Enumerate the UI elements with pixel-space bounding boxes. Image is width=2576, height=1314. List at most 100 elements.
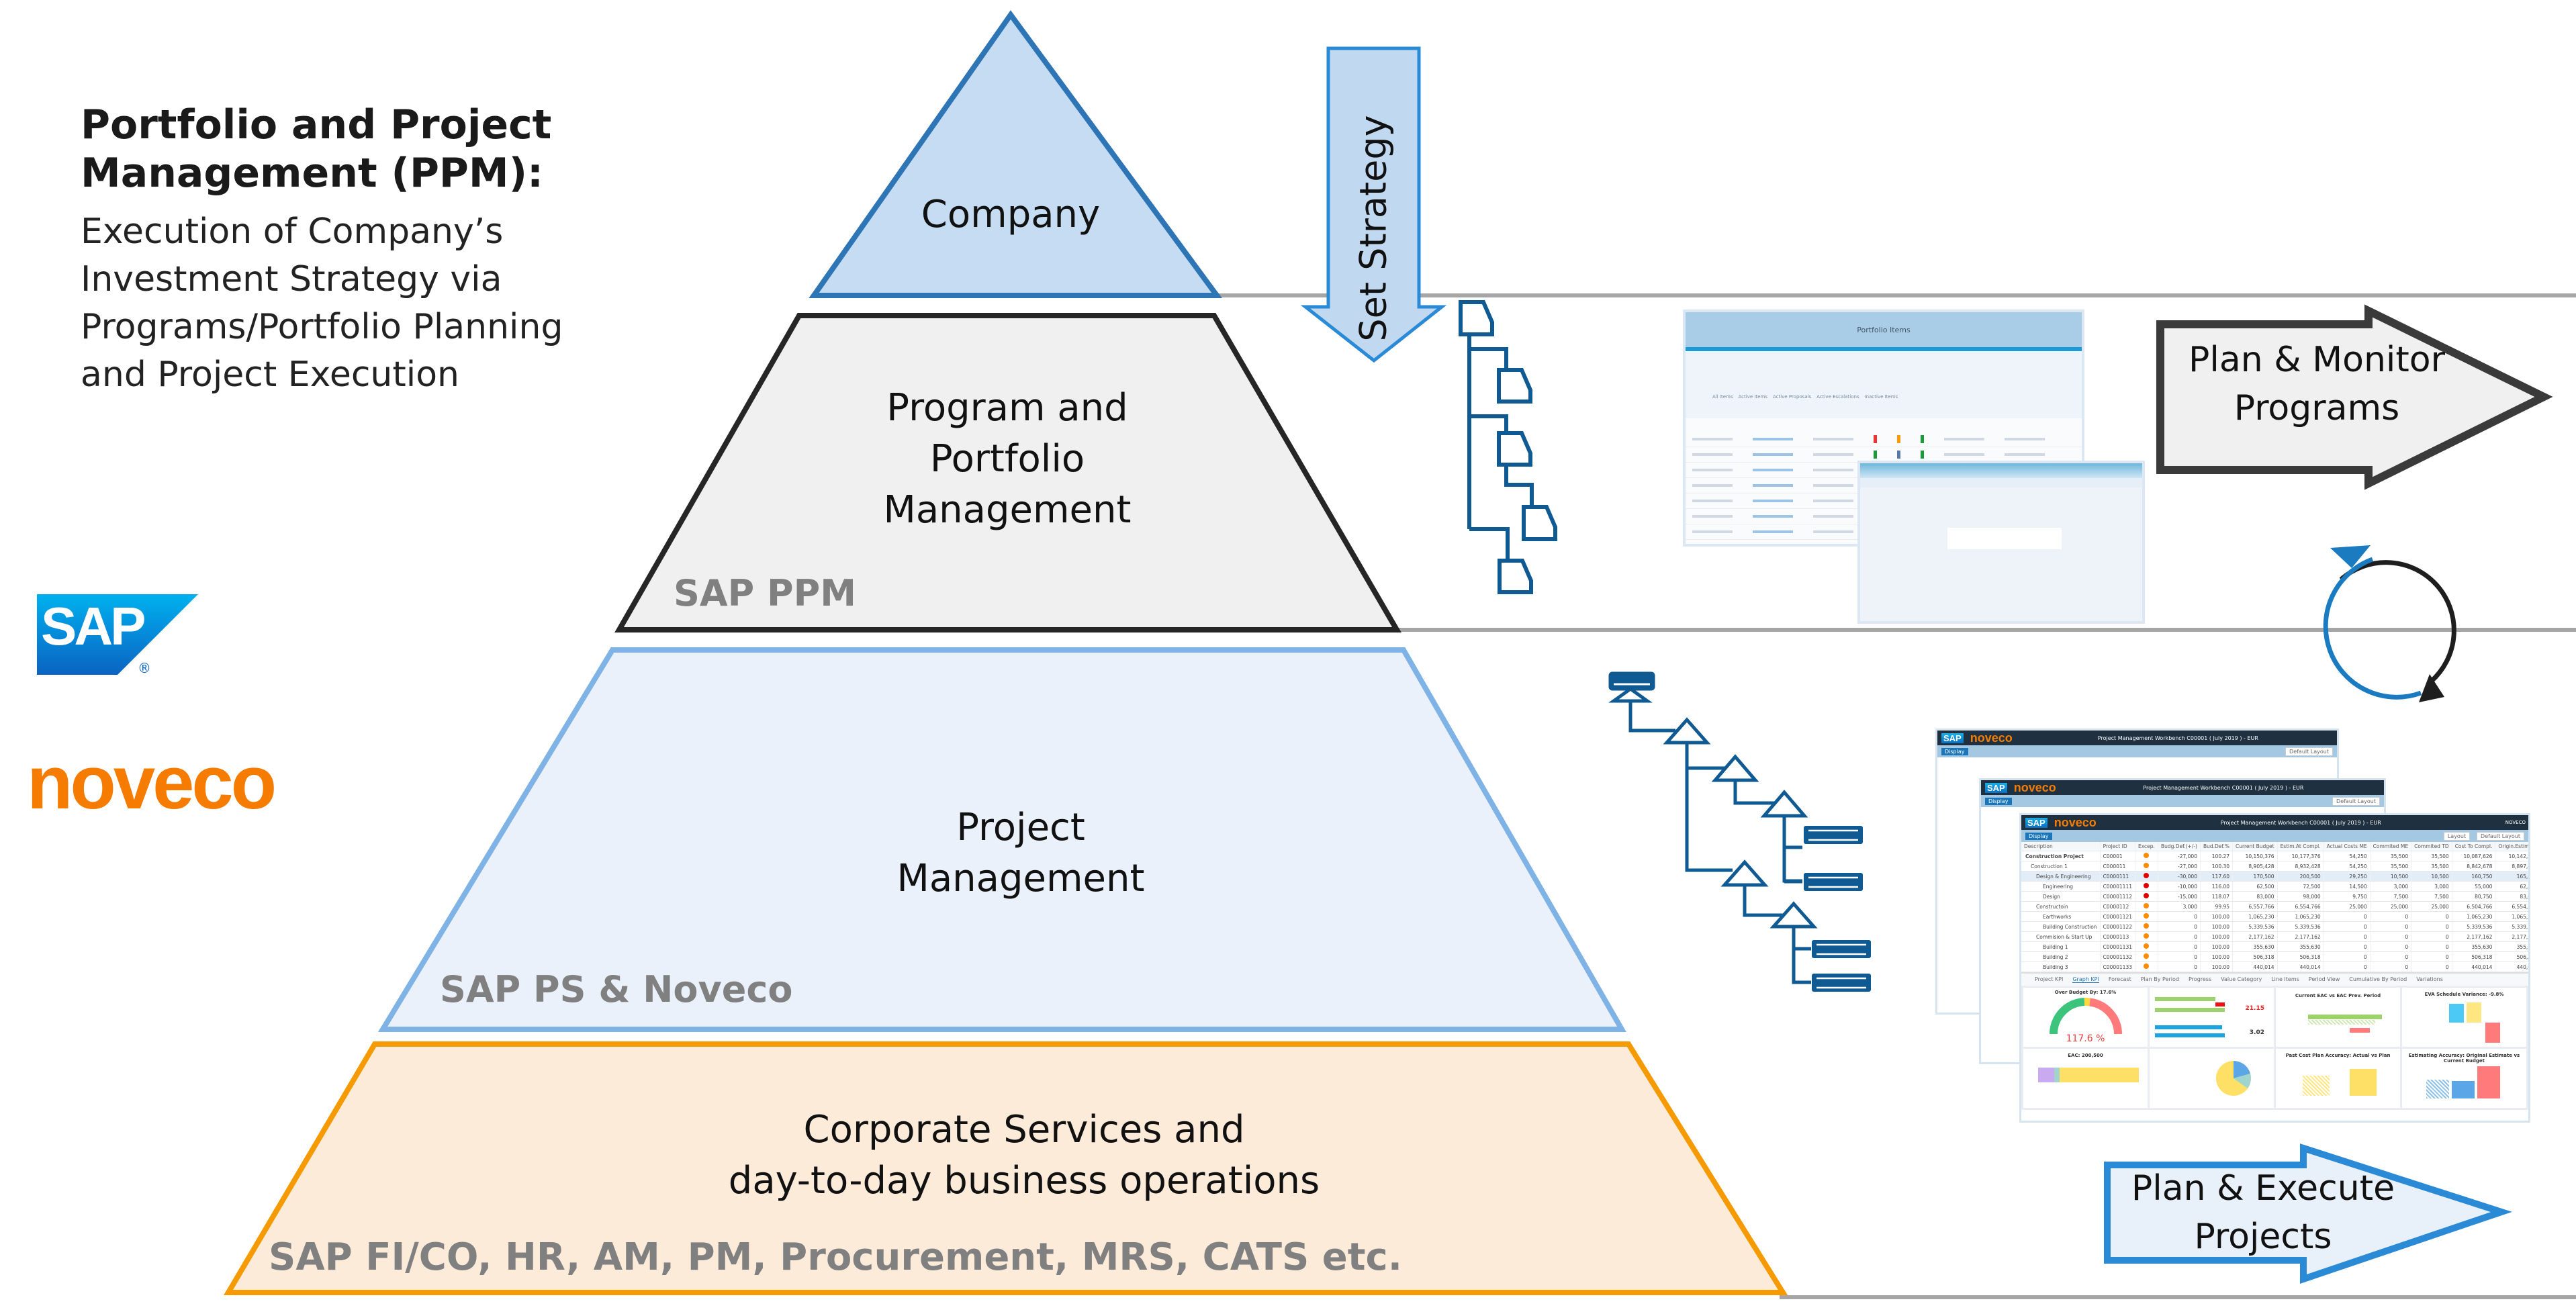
exception-indicator [2135,861,2158,872]
kpi-estimating-accuracy: Estimating Accuracy: Original Estimate v… [2402,1049,2526,1108]
table-cell: 98,000 [2277,891,2324,902]
wbs-description: Building 2 [2021,951,2101,962]
column-header: Commited ME [2370,842,2412,851]
table-cell: 0 [2324,961,2371,972]
table-cell: 8,932,428 [2277,861,2324,872]
table-cell: C00001122 [2100,921,2136,932]
display-button: Display [2025,832,2052,840]
table-cell: 0 [2370,961,2412,972]
table-cell: 54,250 [2324,851,2371,861]
table-cell: 0 [2411,921,2452,932]
tier-label-line: Program and [886,386,1128,430]
refresh-cycle-icon [2323,545,2456,702]
display-button: Display [1985,797,2012,805]
table-cell: 6,554,766 [2495,901,2528,912]
table-cell: 10,087,626 [2452,851,2496,861]
table-cell: -10,000 [2158,881,2201,892]
table-cell: 0 [2158,941,2201,952]
table-cell: 55,000 [2452,881,2496,892]
wbs-description: Construction 1 [2021,861,2101,872]
table-cell: 0 [2324,921,2371,932]
status-dot-icon [2144,863,2150,868]
workbench-tab[interactable]: Plan By Period [2140,976,2179,982]
table-cell: 83,000 [2495,891,2528,902]
wbs-description: Engineering [2021,881,2101,892]
eva-title: EVA Schedule Variance: -9.8% [2424,992,2504,997]
table-cell: 506,318 [2452,951,2496,962]
intro-title-line: Management (PPM): [81,150,544,197]
po-pie-chart [2216,1061,2251,1096]
document-hierarchy-icon [1459,300,1557,594]
table-cell: 1,065,230 [2495,911,2528,922]
kpi-po-pie [2150,1049,2274,1108]
table-cell: 10,142,376 [2495,851,2528,861]
table-cell: 0 [2411,941,2452,952]
ppm-window-title: Portfolio Items [1686,312,2082,351]
status-dot-icon [2144,873,2150,878]
table-cell: 100.00 [2200,941,2234,952]
pyramid-tier-project [377,647,1626,1032]
workbench-kpi-grid: Over Budget By: 17.6% 117.6 % 21.15 3.02… [2021,986,2528,1110]
exception-indicator [2135,901,2158,912]
kpi-eva-variance: EVA Schedule Variance: -9.8% [2402,988,2526,1047]
column-header: Estim.At Compl. [2277,842,2324,851]
ppm-tab: All Items [1712,394,1733,400]
column-header: Origin.Estimate [2495,842,2528,851]
noveco-mini-logo: noveco [2054,815,2097,829]
intro-body-line: Programs/Portfolio Planning [81,307,563,347]
system-label-sap-ppm: SAP PPM [674,572,856,614]
table-cell: C0000112 [2100,901,2136,912]
table-cell: 5,339,536 [2495,921,2528,932]
sap-mini-logo: SAP [2025,817,2048,828]
exception-indicator [2135,851,2158,861]
pyramid-tier-company [809,10,1222,298]
workbench-tab[interactable]: Variations [2416,976,2443,982]
table-cell: C00001131 [2100,941,2136,952]
workbench-tab[interactable]: Cumulative By Period [2349,976,2407,982]
table-cell: 0 [2411,931,2452,942]
table-cell: 0 [2411,961,2452,972]
table-cell: 10,500 [2411,871,2452,882]
exception-indicator [2135,941,2158,952]
workbench-tab[interactable]: Progress [2189,976,2212,982]
table-cell: 35,500 [2370,861,2412,872]
workbench-tab[interactable]: Project KPI [2035,976,2064,982]
table-cell: 100.00 [2200,961,2234,972]
ppm-detail-textarea [1947,528,2062,549]
kpi-eac-vs-prev: Current EAC vs EAC Prev. Period [2276,988,2400,1047]
workbench-tab[interactable]: Period View [2308,976,2340,982]
workbench-tab[interactable]: Line Items [2271,976,2299,982]
workbench-tab[interactable]: Value Category [2221,976,2262,982]
table-cell: 1,065,230 [2232,911,2278,922]
table-cell: 0 [2370,941,2412,952]
display-button: Display [1941,747,1968,755]
set-strategy-label-wrap: Set Strategy [1340,114,1407,342]
plan-execute-arrow [2104,1143,2512,1284]
column-header: Bud.Def.% [2200,842,2234,851]
wbs-leaf-icons [1804,826,1871,992]
arrow-label-line: Projects [2194,1217,2332,1257]
workbench-tab[interactable]: Graph KPI [2072,976,2099,983]
wbs-description: Construction Project [2021,851,2101,861]
past-cost-title: Past Cost Plan Accuracy: Actual vs Plan [2285,1053,2391,1058]
table-cell: 440,014 [2277,961,2324,972]
exception-indicator [2135,921,2158,932]
table-cell: 35,500 [2411,861,2452,872]
workbench-tab[interactable]: Forecast [2108,976,2131,982]
default-layout-button: Default Layout [2477,831,2524,841]
default-layout-button: Default Layout [2285,747,2333,756]
tier-label-line: day-to-day business operations [728,1159,1320,1203]
noveco-logo: noveco [27,741,277,825]
